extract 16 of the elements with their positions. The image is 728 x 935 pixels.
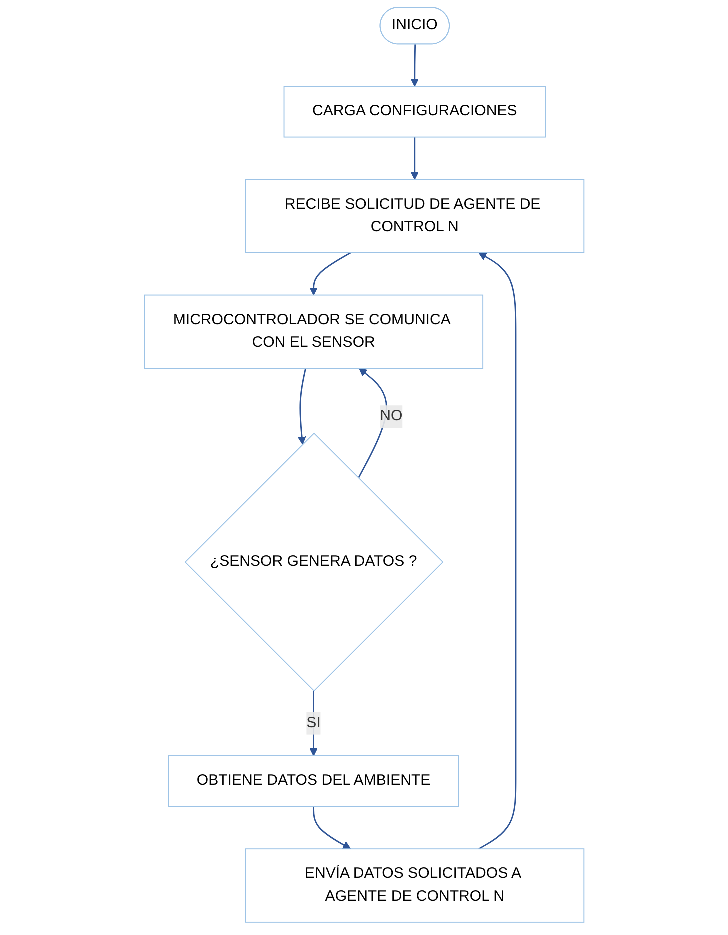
- arrow: [312, 806, 351, 850]
- arrow: [410, 44, 419, 87]
- arrow: [298, 368, 306, 445]
- arrow: [309, 252, 351, 296]
- arrow: [478, 252, 516, 850]
- edge-label: NO: [380, 408, 402, 424]
- node-diamond: ¿SENSOR GENERA DATOS ?: [184, 432, 444, 692]
- node-box: OBTIENE DATOS DEL AMBIENTE: [168, 756, 460, 808]
- edge-label: SI: [306, 715, 321, 732]
- node-box: ENVÍA DATOS SOLICITADOS A AGENTE DE CONTROL N: [244, 848, 584, 923]
- node-box: CARGA CONFIGURACIONES: [283, 86, 546, 138]
- arrow: [309, 691, 318, 756]
- arrow: [358, 368, 388, 479]
- node-box: MICROCONTROLADOR SE COMUNICA CON EL SENSOR: [144, 294, 484, 370]
- arrow: [410, 137, 419, 180]
- node-box: RECIBE SOLICITUD DE AGENTE DE CONTROL N: [244, 179, 584, 254]
